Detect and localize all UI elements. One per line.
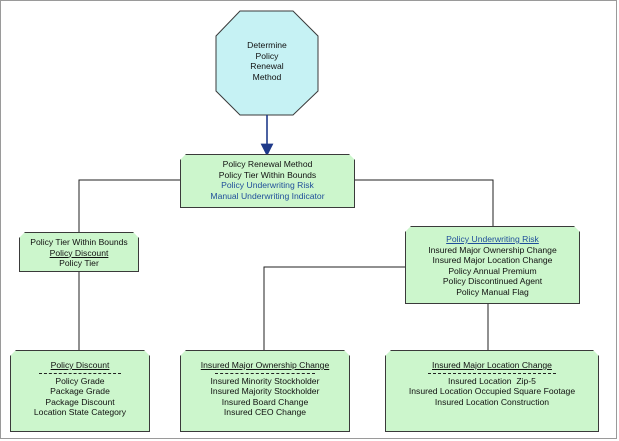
left-node: Policy Tier Within Bounds Policy Discoun… <box>19 232 139 272</box>
root-line: Policy <box>255 50 279 61</box>
root-line: Method <box>252 71 282 82</box>
root-label: Determine Policy Renewal Method <box>216 40 318 82</box>
bottom-right-title: Insured Major Location Change <box>432 360 552 370</box>
left-node-line: Policy Discount <box>49 247 109 258</box>
bottom-mid-divider <box>215 373 316 374</box>
right-node-line: Policy Manual Flag <box>456 286 529 297</box>
left-node-line: Policy Tier Within Bounds <box>30 237 128 247</box>
bottom-left-item: Package Grade <box>50 386 110 397</box>
root-octagon-shape <box>215 10 319 116</box>
top-node: Policy Renewal Method Policy Tier Within… <box>180 154 355 208</box>
bottom-right-divider <box>428 373 555 374</box>
bottom-mid-item: Insured CEO Change <box>223 407 307 418</box>
bottom-left-item: Policy Grade <box>55 375 105 386</box>
bottom-right-item: Insured Location Zip-5 <box>448 375 536 386</box>
right-node-line: Policy Discontinued Agent <box>442 276 543 287</box>
bottom-left-item: Location State Category <box>33 407 127 418</box>
bottom-left-divider <box>39 373 122 374</box>
left-node-line: Policy Tier <box>59 258 99 269</box>
top-node-line: Policy Renewal Method <box>222 159 313 169</box>
right-to-bottom-mid-connector <box>263 266 405 350</box>
bottom-right-node: Insured Major Location Change Insured Lo… <box>385 350 599 432</box>
root-line: Determine <box>247 40 287 50</box>
bottom-right-item: Insured Location Construction <box>434 396 550 407</box>
bottom-left-title: Policy Discount <box>50 360 110 370</box>
bottom-left-node: Policy Discount Policy Grade Package Gra… <box>10 350 150 432</box>
bottom-mid-item: Insured Board Change <box>221 396 309 407</box>
bottom-mid-node: Insured Major Ownership Change Insured M… <box>180 350 350 432</box>
bottom-mid-title: Insured Major Ownership Change <box>200 360 330 370</box>
top-to-right-connector <box>355 179 494 226</box>
right-node-title: Policy Underwriting Risk <box>446 234 539 244</box>
root-line: Renewal <box>250 61 284 72</box>
top-node-line: Policy Tier Within Bounds <box>218 169 317 180</box>
right-node-line: Insured Major Ownership Change <box>428 244 557 255</box>
right-node-line: Policy Annual Premium <box>448 265 537 276</box>
right-node: Policy Underwriting Risk Insured Major O… <box>405 226 580 304</box>
bottom-mid-item: Insured Minority Stockholder <box>210 375 320 386</box>
top-node-blue-line: Manual Underwriting Indicator <box>210 190 325 201</box>
bottom-right-item: Insured Location Occupied Square Footage <box>408 386 576 397</box>
top-node-blue-line: Policy Underwriting Risk <box>221 180 314 191</box>
right-node-line: Insured Major Location Change <box>432 255 553 266</box>
bottom-mid-item: Insured Majority Stockholder <box>210 386 320 397</box>
bottom-left-item: Package Discount <box>45 396 115 407</box>
top-to-left-connector <box>78 179 180 232</box>
